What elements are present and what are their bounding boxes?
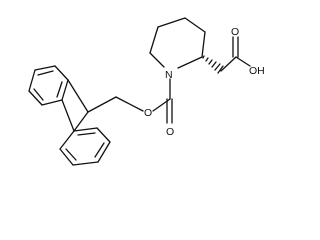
bond (235, 56, 251, 67)
ring-nitrogen-label: N (165, 69, 173, 81)
bond (41, 99, 63, 106)
hashed-wedge-bond (202, 55, 224, 74)
bond (115, 96, 144, 112)
acetic-acid-side-chain (202, 36, 251, 74)
bond (201, 31, 206, 58)
carbamate-ester-oxygen-label: O (144, 107, 152, 119)
aromatic-inner-bond (77, 132, 96, 136)
bond (149, 52, 165, 68)
bond (28, 69, 36, 92)
wedge-hash (205, 57, 209, 62)
bond (97, 141, 111, 163)
bond (34, 65, 56, 71)
bond (157, 17, 186, 28)
bond (59, 148, 74, 166)
bond (73, 127, 98, 132)
aromatic-inner-bond (33, 88, 44, 101)
wedge-hash (217, 65, 224, 74)
wedge-hash (208, 59, 213, 65)
acid-hydroxyl-label: OH (249, 65, 265, 77)
bond (28, 90, 43, 106)
bond (67, 79, 89, 113)
bond (61, 79, 69, 101)
aromatic-inner-bond (94, 142, 105, 158)
carbamate-carbonyl-oxygen-label: O (166, 126, 174, 138)
piperidine-ring (149, 17, 206, 69)
bond (220, 56, 237, 72)
bond (72, 161, 99, 166)
fmoc-linker (87, 96, 171, 113)
bond (177, 56, 203, 69)
wedge-hash (202, 55, 205, 59)
bond (96, 127, 111, 143)
wedge-hash (211, 61, 217, 68)
acid-carbonyl-oxygen-label: O (231, 26, 239, 38)
carbamate-group (166, 78, 173, 124)
aromatic-inner-bond (65, 148, 77, 161)
aromatic-inner-bond (37, 70, 54, 76)
bond (54, 65, 69, 81)
fluorene-lower-benzene-ring (59, 127, 111, 166)
bond (184, 17, 206, 33)
bond (73, 111, 89, 132)
aromatic-inner-bond (56, 81, 63, 98)
bond (149, 26, 159, 54)
fluorene-upper-benzene-ring (28, 65, 69, 106)
wedge-hash (214, 63, 221, 71)
bond (61, 99, 75, 132)
bond (87, 96, 117, 113)
bond (59, 130, 75, 150)
structure-diagram: N O O O OH (28, 17, 265, 166)
fluorene-five-membered-ring (61, 79, 89, 132)
